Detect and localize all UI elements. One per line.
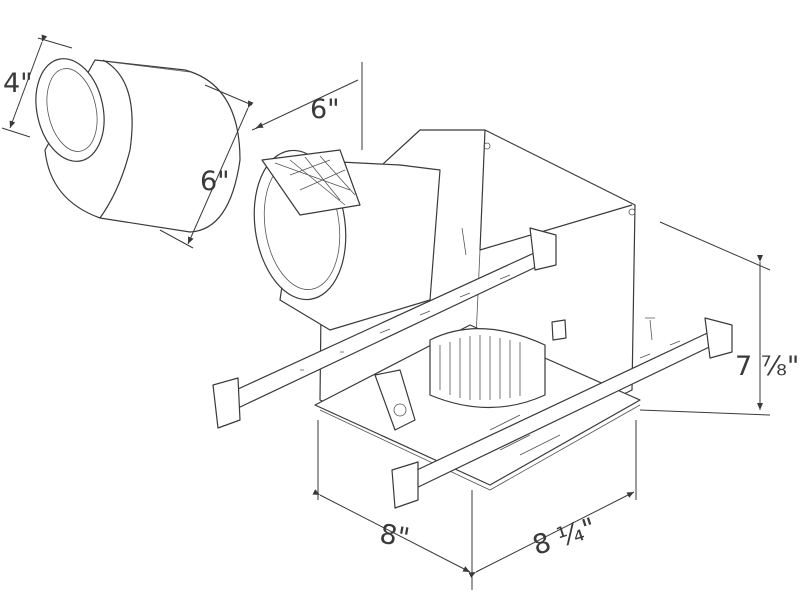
adapter-height-label: 6" — [310, 94, 340, 125]
duct-diameter-label: 4" — [3, 68, 33, 99]
housing-width-label: 8" — [377, 519, 412, 555]
housing-depth-label: 8 ¼" — [529, 512, 600, 561]
adapter-diameter-label: 6" — [200, 166, 230, 197]
grille-plate — [314, 319, 641, 491]
duct-reducer — [35, 58, 241, 233]
dimension-lines — [1, 34, 771, 590]
housing-height-label: 7 ⅞" — [735, 351, 799, 382]
mounting-bar-upper — [212, 227, 557, 429]
duct-collar-with-damper — [253, 149, 441, 331]
